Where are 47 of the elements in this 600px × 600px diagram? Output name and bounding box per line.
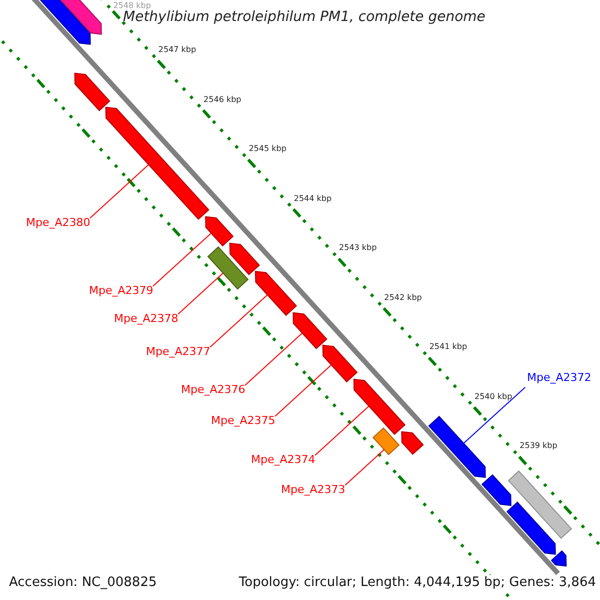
scale-tick-label: 2539 kbp (520, 442, 558, 450)
gene-feature (254, 270, 297, 316)
scale-tick-label: 2548 kbp (113, 2, 151, 10)
gene-block (207, 246, 249, 290)
gene-label: Mpe_A2378 (114, 312, 178, 324)
leader-line (314, 406, 370, 456)
gene-feature (481, 474, 512, 506)
scale-tick-label: 2546 kbp (204, 96, 242, 104)
scale-tick-label: 2542 kbp (384, 294, 422, 302)
gene-label: Mpe_A2372 (527, 372, 592, 382)
scale-tick-label: 2541 kbp (429, 343, 468, 352)
gene-feature (105, 106, 210, 220)
gene-block (508, 470, 572, 539)
scale-tick-label: 2545 kbp (248, 145, 286, 154)
gene-feature (74, 72, 110, 112)
leader-line (90, 164, 150, 219)
gene-label: Mpe_A2376 (181, 384, 246, 394)
leader-line (463, 386, 526, 444)
scale-tick-label: 2547 kbp (158, 46, 196, 54)
gene-block (372, 427, 400, 456)
accession-text: Accession: NC_008825 (9, 575, 157, 590)
gene-feature (229, 242, 260, 276)
gene-feature (205, 216, 234, 246)
gene-label: Mpe_A2373 (281, 484, 346, 494)
leader-line (274, 364, 332, 417)
gene-feature (322, 344, 358, 382)
leader-line (344, 449, 385, 486)
gene-label: Mpe_A2377 (146, 346, 210, 356)
gene-feature (292, 312, 328, 350)
map-title: Methylibium petroleiphilum PM1, complete genome (123, 10, 486, 24)
gene-feature (428, 416, 486, 478)
gene-feature (506, 502, 556, 555)
gene-label: Mpe_A2380 (26, 216, 90, 228)
gene-label: Mpe_A2374 (251, 454, 316, 464)
leader-line (178, 272, 224, 315)
leader-line (152, 232, 212, 287)
scale-tick-label: 2540 kbp (474, 392, 512, 401)
gene-feature (401, 431, 424, 455)
gene-feature (353, 378, 406, 435)
gene-feature (550, 550, 567, 567)
genome-summary-text: Topology: circular; Length: 4,044,195 bp; Genes: 3,864 (238, 575, 596, 590)
gene-label: Mpe_A2375 (211, 414, 276, 426)
scale-tick-label: 2544 kbp (294, 194, 332, 203)
gene-label: Mpe_A2379 (89, 284, 154, 296)
leader-line (244, 332, 303, 386)
leader-line (210, 294, 268, 348)
scale-tick-label: 2543 kbp (339, 244, 377, 252)
